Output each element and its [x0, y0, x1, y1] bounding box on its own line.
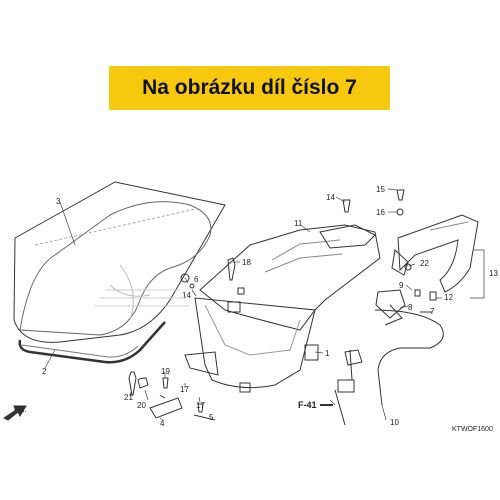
front-arrow-icon — [3, 405, 27, 421]
fasteners[interactable] — [128, 189, 437, 421]
callout-21: 21 — [124, 393, 133, 402]
leader-lines — [44, 188, 485, 421]
ref-label: F-41 — [298, 400, 317, 410]
callout-1: 1 — [325, 349, 330, 358]
hinge-part[interactable] — [149, 394, 183, 419]
callout-13: 13 — [489, 269, 498, 278]
callout-22: 22 — [420, 259, 429, 268]
callout-9: 9 — [399, 281, 404, 290]
front-label: FR. — [14, 405, 27, 414]
banner-text: Na obrázku díl číslo 7 — [142, 76, 357, 99]
callout-17b: 17 — [196, 401, 205, 410]
callout-20: 20 — [137, 401, 146, 410]
callout-19: 19 — [161, 367, 170, 376]
callout-14b: 14 — [326, 193, 335, 202]
luggage-box-part[interactable] — [184, 224, 381, 389]
title-banner: Na obrázku díl číslo 7 — [109, 66, 390, 110]
lock-cable-part[interactable] — [334, 309, 444, 426]
callout-6: 6 — [194, 275, 199, 284]
callout-7: 7 — [430, 307, 435, 316]
watermark-logo — [95, 289, 190, 307]
callout-16: 16 — [376, 208, 385, 217]
callout-2: 2 — [42, 367, 47, 376]
latch-part[interactable] — [375, 289, 406, 326]
callout-8: 8 — [408, 303, 413, 312]
callout-12: 11 — [294, 219, 303, 228]
callout-4: 4 — [160, 419, 165, 428]
diagram-code: KTWOF1600 — [452, 426, 493, 433]
callout-11: 12 — [444, 293, 453, 302]
seat-trim-part[interactable] — [18, 321, 166, 364]
callout-15: 15 — [376, 185, 385, 194]
callout-5: 5 — [209, 413, 214, 422]
bracket-part[interactable] — [391, 214, 479, 293]
callout-3: 3 — [56, 197, 61, 206]
callout-labels: 3 2 6 14 18 11 14 15 16 13 22 9 12 8 7 1… — [14, 185, 498, 433]
callout-17: 17 — [180, 385, 189, 394]
callout-18: 18 — [242, 258, 251, 267]
seat-part[interactable] — [13, 181, 226, 343]
callout-10: 10 — [390, 418, 399, 427]
callout-14: 14 — [182, 291, 191, 300]
